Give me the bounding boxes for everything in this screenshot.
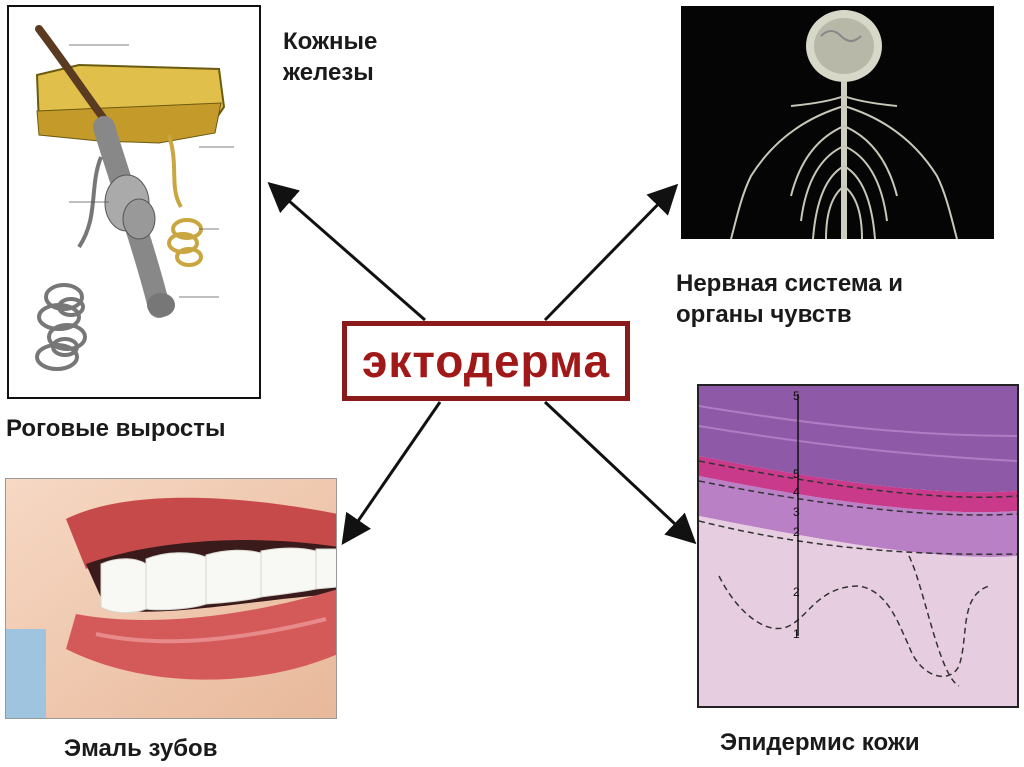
- epidermis-histology-image: 5 5 4 3 2 2 1: [697, 384, 1019, 708]
- tooth-enamel-image: [5, 478, 337, 719]
- arrow-to-skin-glands: [267, 182, 426, 322]
- layer-number-5: 5: [793, 467, 800, 481]
- skin-glands-label-line1: Кожные: [283, 28, 378, 55]
- nervous-system-label-line1: Нервная система и: [676, 270, 904, 297]
- arrow-to-epidermis: [543, 400, 697, 545]
- layer-number-5-top: 5: [793, 389, 800, 403]
- layer-number-4: 4: [793, 485, 800, 499]
- skin-appendages-illustration: [7, 5, 261, 399]
- layer-number-3: 3: [793, 505, 800, 519]
- epidermis-drawing: 5 5 4 3 2 2 1: [699, 386, 1017, 706]
- skin-diagram-drawing: [9, 7, 259, 397]
- layer-number-1: 1: [793, 627, 800, 641]
- ectoderm-label: эктодерма: [361, 335, 611, 387]
- skin-glands-label-line2: железы: [283, 59, 374, 87]
- arrow-to-tooth-enamel: [341, 401, 442, 545]
- skin-glands-label: Кожные железы: [283, 26, 377, 88]
- smile-drawing: [6, 479, 336, 718]
- nervous-system-drawing: [681, 6, 994, 239]
- tooth-enamel-label: Эмаль зубов: [64, 735, 218, 762]
- nervous-system-label-line2: органы чувств: [676, 301, 852, 329]
- nervous-system-image: [681, 6, 994, 239]
- nervous-system-label: Нервная система и органы чувств: [676, 268, 903, 330]
- layer-number-2-upper: 2: [793, 525, 800, 539]
- ectoderm-center-box: эктодерма: [342, 321, 630, 401]
- epidermis-label: Эпидермис кожи: [720, 729, 920, 756]
- arrow-to-nervous-system: [543, 183, 679, 322]
- layer-number-2-lower: 2: [793, 585, 800, 599]
- horny-outgrowths-label: Роговые выросты: [6, 415, 226, 442]
